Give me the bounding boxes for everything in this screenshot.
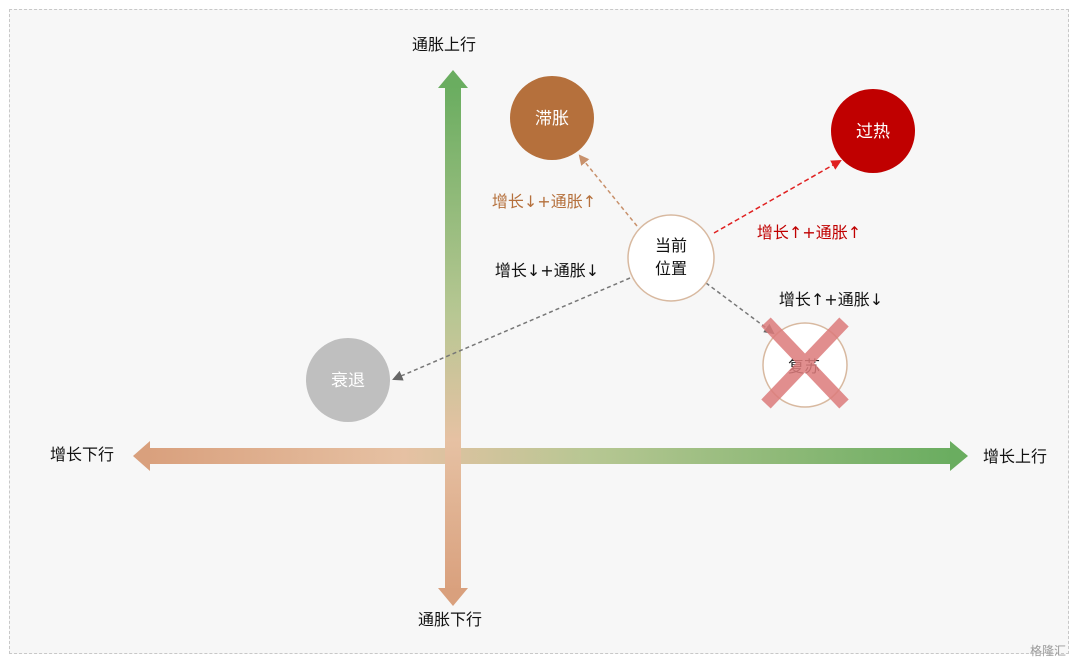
to-overheat-label: 增长↑+通胀↑	[757, 223, 861, 242]
current-position-node: 当前 位置	[627, 214, 715, 302]
growth-up-arrowhead	[950, 441, 968, 471]
cross-icon	[761, 317, 849, 409]
overheat-node: 过热	[831, 89, 915, 173]
recovery-node: 复苏	[761, 317, 849, 409]
watermark: 格隆汇	[1029, 644, 1066, 658]
to-stagflation-label: 增长↓+通胀↑	[492, 192, 596, 211]
to-recession-label: 增长↓+通胀↓	[495, 261, 599, 280]
growth-axis	[133, 441, 968, 471]
current-position-line1: 当前	[655, 236, 687, 255]
recession-label: 衰退	[331, 371, 365, 391]
inflation-up-arrowhead	[438, 70, 468, 88]
stagflation-label: 滞胀	[535, 109, 569, 129]
arrow-to-overheat	[713, 159, 842, 234]
overheat-label: 过热	[856, 122, 890, 142]
inflation-down-label: 通胀下行	[418, 610, 482, 629]
recession-node: 衰退	[306, 338, 390, 422]
growth-down-arrowhead	[133, 441, 150, 471]
growth-down-label: 增长下行	[50, 445, 114, 464]
arrow-to-stagflation	[578, 154, 638, 227]
arrow-to-recession	[392, 277, 631, 381]
to-recovery-label: 增长↑+通胀↓	[779, 290, 883, 309]
stagflation-node: 滞胀	[510, 76, 594, 160]
inflation-down-arrowhead	[438, 588, 468, 606]
inflation-up-label: 通胀上行	[412, 35, 476, 54]
growth-up-label: 增长上行	[983, 447, 1047, 466]
inflation-axis	[438, 70, 468, 606]
current-position-line2: 位置	[655, 259, 687, 278]
